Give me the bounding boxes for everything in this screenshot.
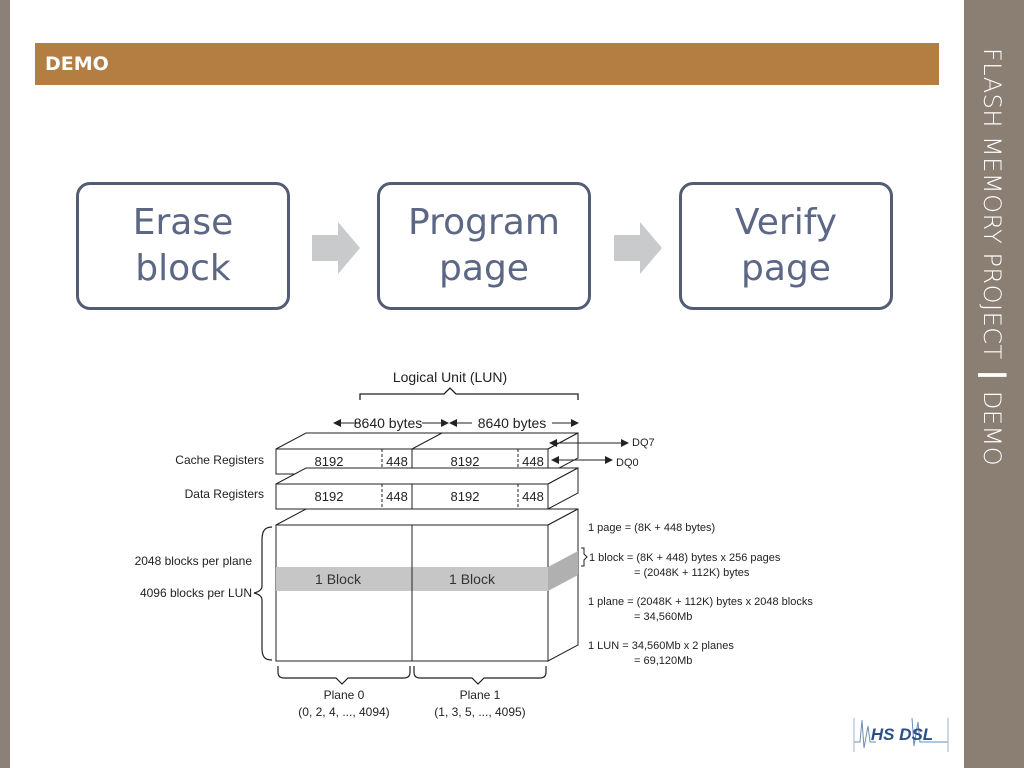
step-program-page: Program page bbox=[377, 182, 591, 310]
plane1-bracket bbox=[413, 666, 547, 685]
cache-cell: 8192 bbox=[315, 454, 344, 469]
header-banner: DEMO bbox=[35, 43, 939, 85]
note-block-line1: 1 block = (8K + 448) bytes x 256 pages bbox=[589, 552, 781, 564]
blocks-brace bbox=[253, 526, 273, 661]
plane1-title: Plane 1 bbox=[460, 688, 501, 702]
block-brace bbox=[581, 547, 588, 567]
flow-arrow-icon bbox=[312, 222, 360, 274]
data-cell: 448 bbox=[522, 489, 544, 504]
note-plane-line1: 1 plane = (2048K + 112K) bytes x 2048 bl… bbox=[588, 596, 813, 608]
dq0-label: DQ0 bbox=[616, 457, 639, 469]
data-cell: 448 bbox=[386, 489, 408, 504]
sidebar-title-area: FLASH MEMORY PROJECT ┃ DEMO bbox=[964, 0, 1024, 768]
note-block-line2: = (2048K + 112K) bytes bbox=[634, 567, 750, 579]
cache-cell: 448 bbox=[522, 454, 544, 469]
lun-bracket bbox=[359, 387, 579, 400]
note-lun-line2: = 69,120Mb bbox=[634, 655, 692, 667]
step-label: Erase block bbox=[132, 202, 234, 289]
note-plane-line2: = 34,560Mb bbox=[634, 611, 692, 623]
plane0-bracket bbox=[277, 666, 411, 685]
logo-text: HS DSL bbox=[871, 725, 933, 744]
lun-title: Logical Unit (LUN) bbox=[393, 369, 507, 385]
data-registers-label: Data Registers bbox=[185, 487, 264, 501]
data-register-block bbox=[275, 467, 579, 510]
cache-cell: 448 bbox=[386, 454, 408, 469]
note-page: 1 page = (8K + 448 bytes) bbox=[588, 522, 715, 534]
plane0-title: Plane 0 bbox=[324, 688, 365, 702]
flow-arrow-icon bbox=[614, 222, 662, 274]
data-cell: 8192 bbox=[315, 489, 344, 504]
lun-diagram: Logical Unit (LUN) 8640 bytes 8640 bytes… bbox=[135, 369, 814, 719]
plane0-range: (0, 2, 4, ..., 4094) bbox=[298, 705, 389, 719]
cache-cell: 8192 bbox=[451, 454, 480, 469]
dq7-label: DQ7 bbox=[632, 437, 655, 449]
data-cell: 8192 bbox=[451, 489, 480, 504]
block-label-plane0: 1 Block bbox=[315, 571, 362, 587]
left-accent-bar bbox=[0, 0, 10, 768]
step-label: Program page bbox=[408, 202, 560, 289]
width-right-label: 8640 bytes bbox=[478, 415, 547, 431]
step-verify-page: Verify page bbox=[679, 182, 893, 310]
plane1-range: (1, 3, 5, ..., 4095) bbox=[434, 705, 525, 719]
blocks-per-plane-label: 2048 blocks per plane bbox=[135, 554, 253, 568]
width-left-label: 8640 bytes bbox=[354, 415, 423, 431]
block-label-plane1: 1 Block bbox=[449, 571, 496, 587]
step-label: Verify page bbox=[734, 202, 838, 289]
plane-array bbox=[275, 508, 579, 662]
right-sidebar bbox=[964, 0, 1024, 768]
cache-registers-label: Cache Registers bbox=[175, 453, 264, 467]
blocks-per-lun-label: 4096 blocks per LUN bbox=[140, 586, 252, 600]
sidebar-title: FLASH MEMORY PROJECT ┃ DEMO bbox=[978, 48, 1006, 467]
step-erase-block: Erase block bbox=[76, 182, 290, 310]
page-title: DEMO bbox=[45, 53, 109, 75]
hs-dsl-logo: HS DSL bbox=[853, 717, 949, 752]
note-lun-line1: 1 LUN = 34,560Mb x 2 planes bbox=[588, 640, 734, 652]
